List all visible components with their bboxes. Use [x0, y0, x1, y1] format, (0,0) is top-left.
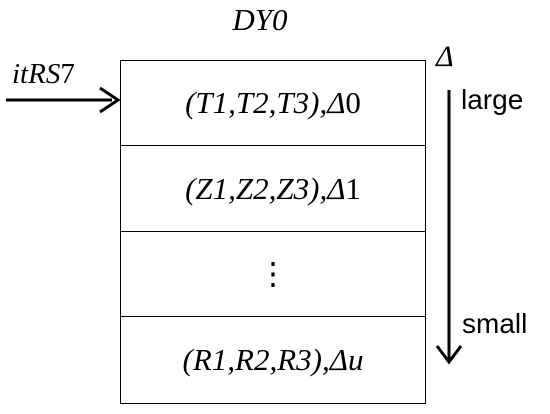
- input-arrow: [6, 86, 121, 114]
- delta-axis-label: Δ: [436, 40, 454, 73]
- vertical-ellipsis: ⋮: [257, 256, 289, 291]
- row-tuple: (T1,T2,T3),: [185, 85, 328, 120]
- input-label: itRS7: [12, 60, 75, 89]
- table-row: (R1,R2,R3),Δu: [120, 316, 426, 404]
- row-delta: Δ: [327, 85, 346, 120]
- order-large-label: large: [461, 84, 524, 115]
- row-tuple: (R1,R2,R3),: [182, 342, 330, 377]
- row-delta-index: 0: [345, 85, 361, 120]
- row-tuple: (Z1,Z2,Z3),: [185, 170, 328, 206]
- row-delta: Δu: [329, 342, 364, 377]
- input-label-italic: itRS: [12, 58, 61, 90]
- row-delta-index: 1: [345, 170, 361, 206]
- order-small-label: small: [462, 308, 528, 339]
- row-delta: Δ: [327, 170, 346, 206]
- table-title: DY0: [232, 2, 288, 37]
- order-arrow-down: [435, 90, 463, 365]
- input-label-suffix: 7: [60, 58, 75, 90]
